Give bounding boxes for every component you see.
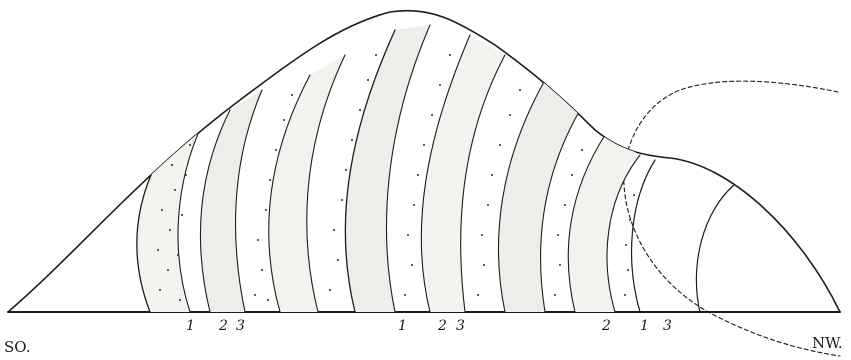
stratum-number: 1 (398, 318, 407, 334)
stratum-number: 2 (437, 318, 447, 334)
stratum-band-1 (137, 118, 205, 312)
stratum-number-group-middle: 1 2 3 (398, 318, 465, 334)
left-end-label: SO. (4, 338, 30, 356)
stratum-number: 2 (601, 318, 611, 334)
stratum-band-4 (345, 25, 430, 312)
stratum-band-3 (269, 55, 345, 312)
stratum-number: 1 (186, 318, 195, 334)
stratum-band-7 (568, 135, 640, 312)
stratum-number: 3 (236, 318, 245, 334)
strata-layers (137, 25, 740, 312)
stratum-number: 1 (640, 318, 649, 334)
stratum-number-group-right: 2 1 3 (601, 318, 672, 334)
stratum-band-5 (421, 35, 505, 312)
stratum-number: 3 (456, 318, 465, 334)
stratum-number: 3 (663, 318, 672, 334)
stratum-number: 2 (218, 318, 228, 334)
dashed-intrusion-outline (624, 81, 840, 356)
stratum-number-group-left: 1 2 3 (186, 318, 245, 334)
right-end-label: NW. (812, 334, 843, 352)
